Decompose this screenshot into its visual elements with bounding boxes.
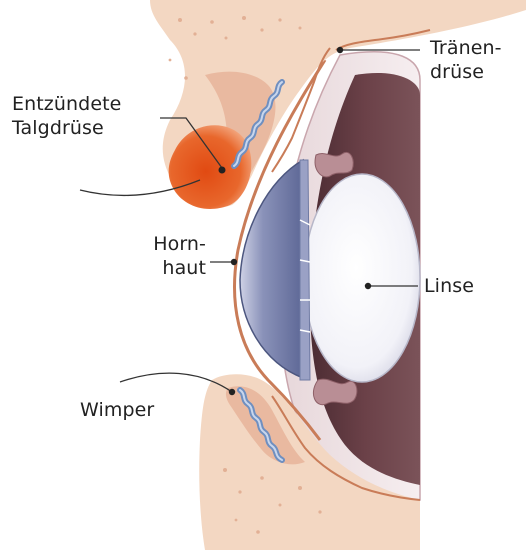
label-traenendruese-line2: drüse [430, 60, 502, 84]
label-hornhaut-line1: Horn- [138, 232, 206, 256]
label-talgdruese: Entzündete Talgdrüse [12, 92, 121, 140]
label-hornhaut: Horn- haut [138, 232, 206, 280]
label-wimper: Wimper [80, 398, 154, 422]
label-linse: Linse [424, 274, 474, 298]
label-wimper-text: Wimper [80, 398, 154, 422]
label-linse-text: Linse [424, 274, 474, 298]
label-talgdruese-line2: Talgdrüse [12, 116, 121, 140]
lens-shape [304, 174, 420, 382]
label-hornhaut-line2: haut [138, 256, 206, 280]
cornea-shape [240, 160, 305, 378]
label-traenendruese-line1: Tränen- [430, 36, 502, 60]
label-talgdruese-line1: Entzündete [12, 92, 121, 116]
label-traenendruese: Tränen- drüse [430, 36, 502, 84]
